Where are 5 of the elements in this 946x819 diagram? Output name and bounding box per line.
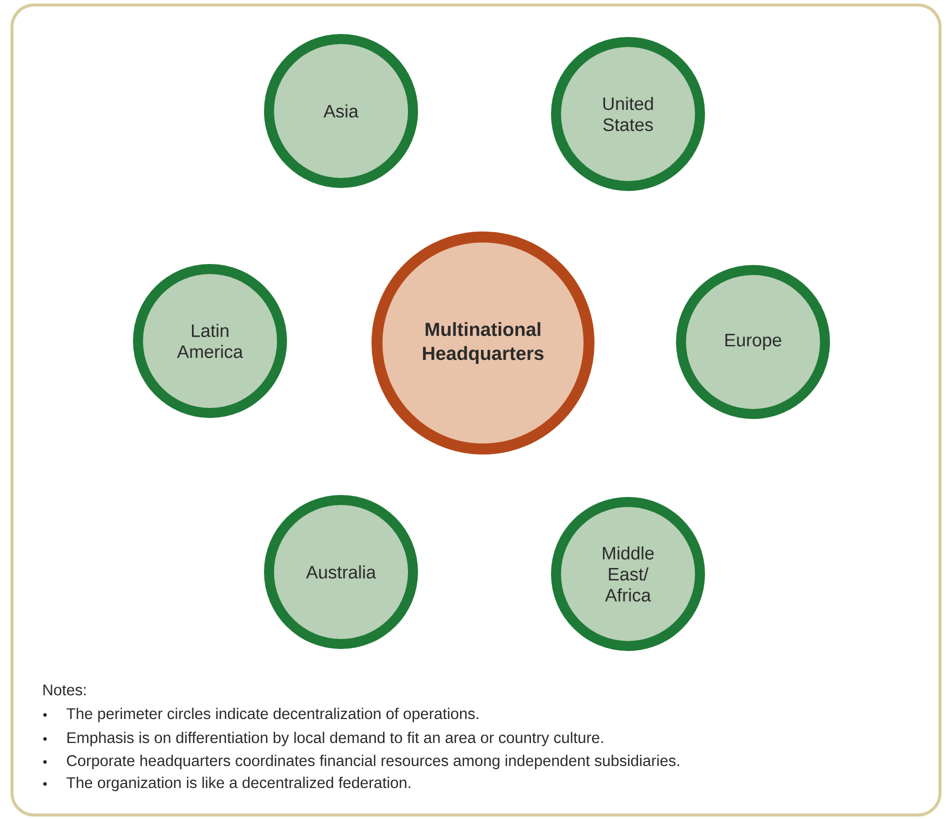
note-text: The organization is like a decentralized federation.: [66, 776, 410, 792]
note-text: The perimeter circles indicate decentralization of operations.: [66, 708, 478, 722]
notes-heading: Notes:: [43, 684, 86, 696]
note-text: Corporate headquarters coordinates financial resources among independent subsidiaries.: [67, 754, 679, 770]
note-text: Emphasis is on differentiation by local demand to fit an area or country culture.: [67, 732, 603, 746]
